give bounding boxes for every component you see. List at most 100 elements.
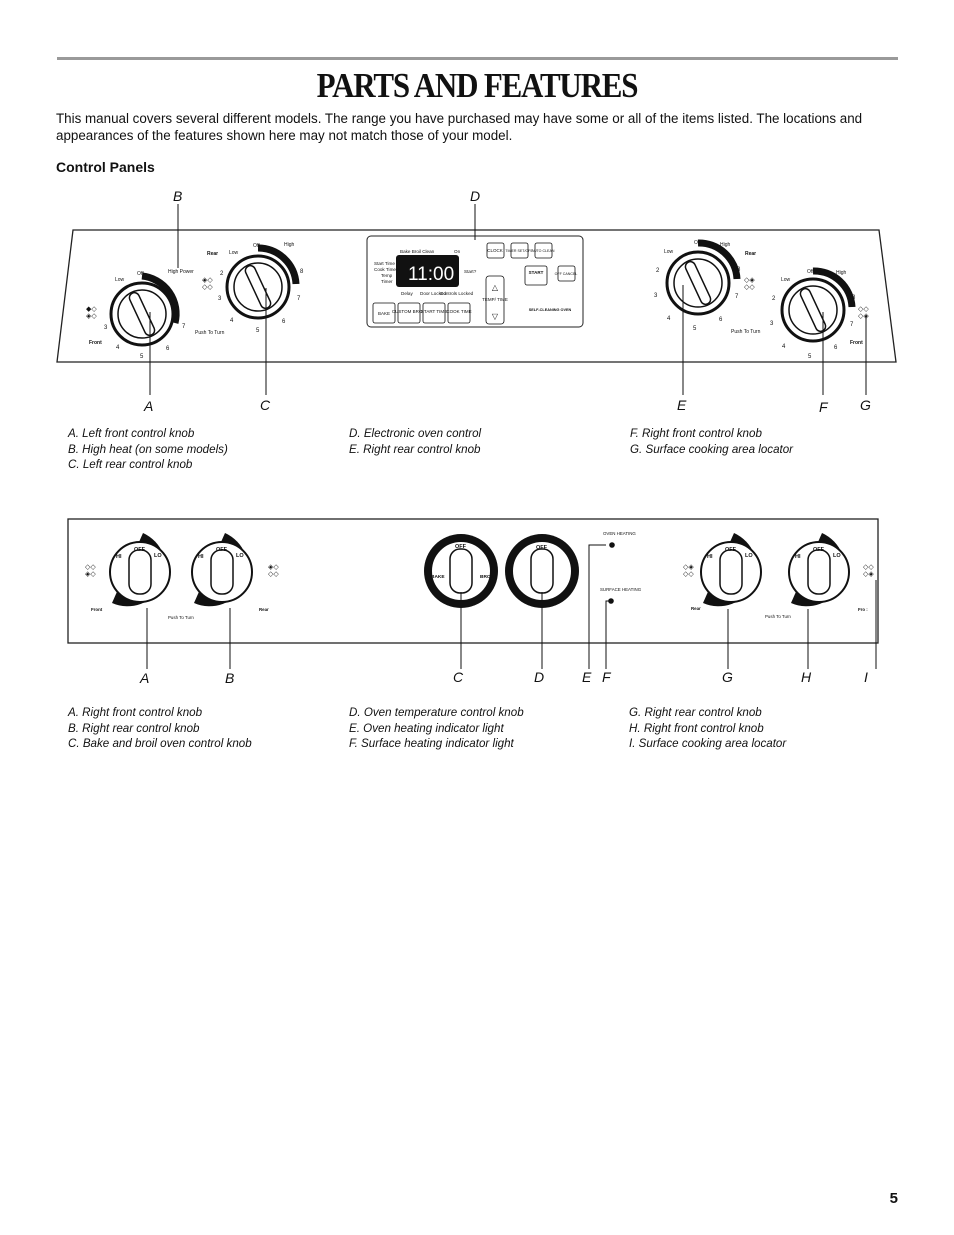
svg-text:Low: Low	[229, 250, 239, 256]
svg-text:OFF: OFF	[725, 547, 737, 553]
svg-text:HI: HI	[707, 554, 713, 560]
svg-text:H: H	[801, 669, 812, 685]
control-panel-figure-1: 3 4 5 6 7 2 3 4 5 6 7 8 2 3 4 5 6 7 8 2 …	[56, 188, 897, 415]
rear-surface-knob	[191, 533, 253, 607]
svg-text:Timer: Timer	[381, 279, 393, 284]
start-button[interactable]	[524, 265, 548, 286]
svg-text:Rear: Rear	[745, 251, 756, 257]
panel-1-small-text: Front Low Off High Power Push To Turn Re…	[89, 240, 863, 346]
svg-text:2: 2	[772, 296, 776, 302]
top-rule	[57, 57, 898, 60]
svg-text:D: D	[534, 669, 544, 685]
svg-text:Rear: Rear	[691, 606, 701, 611]
svg-text:◇◈: ◇◈	[683, 564, 694, 571]
figure-2-leader-lines	[146, 544, 877, 669]
legend-item: G. Surface cooking area locator	[630, 442, 794, 456]
svg-text:Off: Off	[253, 243, 260, 249]
svg-text:BROIL: BROIL	[480, 574, 495, 580]
auto-clean-button[interactable]	[534, 242, 553, 259]
legend-item: C. Bake and broil oven control knob	[68, 737, 252, 751]
legend-item: F. Right front control knob	[630, 427, 762, 440]
custom-broil-button[interactable]	[397, 302, 421, 324]
svg-text:B: B	[173, 188, 182, 204]
front-surface-knob	[109, 533, 171, 607]
oven-heating-indicator-light	[609, 542, 615, 548]
svg-text:Controls Locked: Controls Locked	[440, 291, 474, 296]
legend-item: H. Right front control knob	[629, 721, 764, 735]
off-cancel-button[interactable]	[557, 265, 576, 282]
svg-text:BAKE: BAKE	[431, 574, 445, 580]
page-number: 5	[889, 1190, 898, 1207]
legend-item: F. Surface heating indicator light	[349, 737, 514, 751]
oven-display	[396, 255, 459, 287]
svg-text:Bake Broil Clean: Bake Broil Clean	[400, 249, 435, 254]
cook-time-button[interactable]	[447, 302, 471, 324]
svg-text:G: G	[860, 397, 871, 413]
svg-text:LO: LO	[745, 553, 753, 559]
svg-text:◇◇: ◇◇	[863, 564, 874, 571]
svg-text:◇◇: ◇◇	[268, 571, 279, 578]
svg-text:Front: Front	[91, 607, 103, 612]
svg-text:LO: LO	[154, 553, 162, 559]
svg-text:7: 7	[850, 322, 854, 328]
svg-text:F: F	[602, 669, 612, 685]
svg-text:Fro :: Fro :	[858, 607, 868, 612]
figure-1-leader-lines	[149, 204, 867, 395]
svg-text:OFF: OFF	[134, 547, 146, 553]
legend-item: B. Right rear control knob	[68, 721, 200, 735]
svg-text:OFF: OFF	[216, 547, 228, 553]
svg-text:◇◇: ◇◇	[85, 564, 96, 571]
svg-text:Temp: Temp	[381, 273, 393, 278]
svg-text:Start Time: Start Time	[374, 261, 395, 266]
timer-button[interactable]	[510, 242, 529, 259]
svg-text:Off: Off	[807, 269, 814, 275]
svg-text:OVEN HEATING: OVEN HEATING	[603, 531, 636, 536]
panel-2-small-text: Front Push To Turn Rear Rear Push To Tur…	[91, 531, 868, 620]
svg-text:3: 3	[104, 325, 108, 331]
right-rear-knob	[665, 239, 741, 316]
clock-button[interactable]	[486, 242, 505, 259]
svg-text:5: 5	[140, 354, 144, 360]
svg-text:△: △	[492, 283, 499, 292]
svg-text:◆◇: ◆◇	[86, 306, 97, 313]
svg-text:Delay: Delay	[401, 291, 413, 296]
svg-text:E: E	[582, 669, 592, 685]
svg-text:2: 2	[656, 268, 660, 274]
svg-text:Low: Low	[781, 277, 791, 283]
temp-time-button[interactable]	[485, 275, 505, 325]
svg-text:Push To Turn: Push To Turn	[765, 614, 791, 619]
svg-text:On: On	[454, 249, 461, 254]
svg-text:Cook Time: Cook Time	[374, 267, 396, 272]
legend-item: A. Right front control knob	[68, 706, 203, 719]
control-panel-figure-2: OFF HI LO OFF HI LO OFF BAKE BROIL OFF O…	[67, 518, 879, 686]
bake-button[interactable]	[372, 302, 396, 324]
svg-text:◇◈: ◇◈	[863, 571, 874, 578]
svg-text:BAKE: BAKE	[378, 311, 390, 316]
svg-text:6: 6	[834, 345, 838, 351]
svg-text:Push To Turn: Push To Turn	[168, 615, 194, 620]
svg-text:◇◈: ◇◈	[858, 313, 869, 320]
svg-text:◇◇: ◇◇	[202, 284, 213, 291]
svg-text:AUTO CLEAN: AUTO CLEAN	[532, 249, 555, 253]
svg-text:LO: LO	[236, 553, 244, 559]
svg-text:4: 4	[667, 316, 671, 322]
svg-text:Front: Front	[89, 340, 102, 346]
svg-text:E: E	[677, 397, 687, 413]
svg-text:Rear: Rear	[259, 607, 269, 612]
svg-text:◈◇: ◈◇	[202, 277, 213, 284]
svg-text:OFF CANCEL: OFF CANCEL	[555, 272, 578, 276]
svg-text:HI: HI	[116, 554, 122, 560]
svg-text:Push To Turn: Push To Turn	[195, 330, 225, 336]
right-rear-surface-knob	[700, 533, 762, 607]
svg-text:4: 4	[116, 345, 120, 351]
start-time-button[interactable]	[422, 302, 446, 324]
legend-item: D. Oven temperature control knob	[349, 706, 524, 719]
svg-text:F: F	[819, 399, 829, 415]
svg-text:8: 8	[852, 295, 856, 301]
svg-text:▽: ▽	[492, 312, 499, 321]
svg-text:◇◈: ◇◈	[744, 277, 755, 284]
svg-text:A: A	[139, 670, 149, 686]
page-title: PARTS AND FEATURES	[316, 65, 639, 106]
legend-item: E. Oven heating indicator light	[349, 721, 504, 735]
svg-text:OFF: OFF	[536, 545, 548, 551]
